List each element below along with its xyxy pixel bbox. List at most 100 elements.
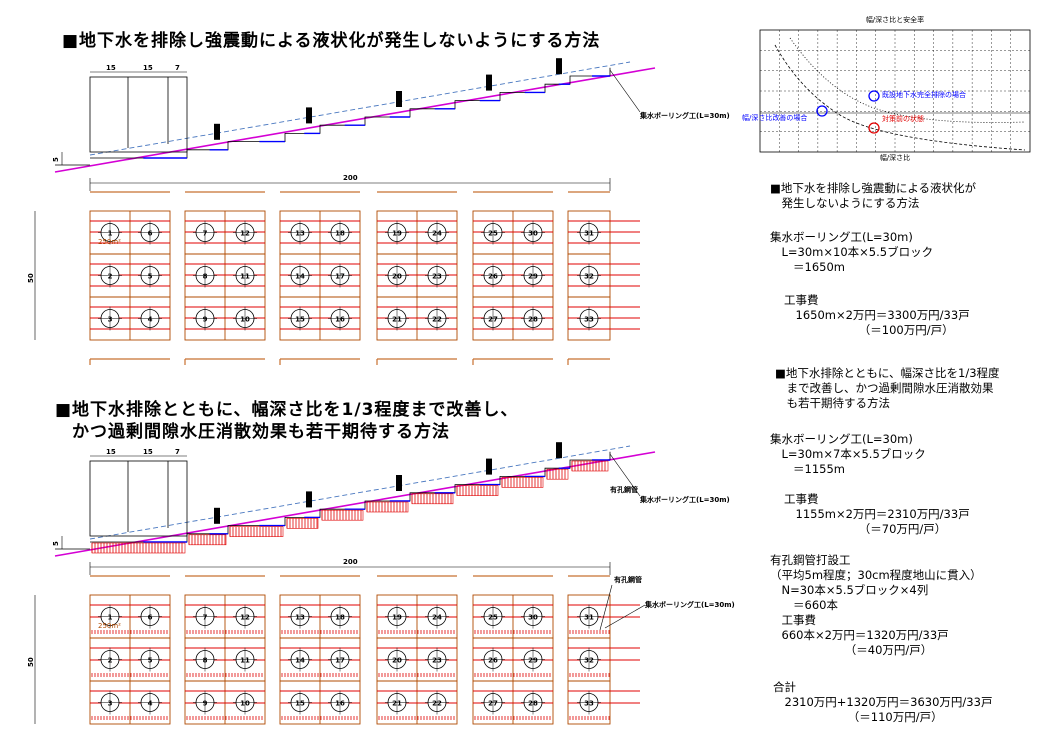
lot-number: 6 (148, 614, 153, 622)
lot-number: 27 (488, 316, 498, 324)
house-block (89, 460, 188, 537)
house-block (89, 76, 188, 153)
lot-number: 14 (295, 273, 305, 281)
dimension-15a: 15 (106, 448, 116, 456)
dimension-5: 5 (52, 541, 60, 546)
lot-number: 18 (335, 614, 345, 622)
drain-leader (609, 453, 641, 497)
lot-number: 15 (295, 316, 305, 324)
lot-number: 8 (203, 657, 208, 665)
lot-number: 8 (203, 273, 208, 281)
lot-number: 19 (392, 230, 402, 238)
mini-chart-curve-b (789, 37, 1026, 123)
lot-number: 32 (584, 273, 594, 281)
lot-number: 21 (392, 316, 402, 324)
lot-number: 28 (528, 700, 538, 708)
lot-number: 24 (432, 230, 442, 238)
drain-plan-leader (604, 604, 646, 629)
dimension-7: 7 (175, 448, 180, 456)
lot-number: 6 (148, 230, 153, 238)
lot-number: 28 (528, 316, 538, 324)
dimension-50: 50 (27, 273, 35, 283)
lot-number: 10 (240, 316, 250, 324)
lot-number: 29 (528, 273, 538, 281)
lot-number: 3 (108, 700, 113, 708)
area-label: 250m² (98, 238, 121, 246)
lot-number: 16 (335, 700, 345, 708)
note-method2-pipe: 有孔鋼管打設工 （平均5m程度；30cm程度地山に貫入） N=30本×5.5ブロ… (770, 553, 982, 657)
lot-number: 14 (295, 657, 305, 665)
lot-number: 4 (148, 316, 153, 324)
lot-number: 30 (528, 230, 538, 238)
lot-number: 27 (488, 700, 498, 708)
retaining-wall-marker (486, 74, 492, 91)
lot-number: 13 (295, 230, 305, 238)
perforated-pipe-zone (188, 534, 227, 546)
mini-chart-legend-3: 対策前の状態 (882, 114, 924, 123)
lot-number: 3 (108, 316, 113, 324)
retaining-wall-marker (556, 442, 562, 459)
drain-leader (609, 69, 641, 113)
dimension-50: 50 (27, 657, 35, 667)
lot-number: 31 (584, 614, 594, 622)
lot-number: 25 (488, 614, 498, 622)
lot-number: 2 (108, 657, 113, 665)
drain-plan-label: 集水ボーリング工(L=30m) (644, 600, 735, 609)
lot-number: 19 (392, 614, 402, 622)
mini-chart-legend-1: 幅/深さ比改善の場合 (742, 113, 807, 122)
note-method1-drain: 集水ボーリング工(L=30m) L=30m×10本×5.5ブロック ＝1650m (770, 230, 934, 274)
mini-chart-marker-blue (868, 90, 880, 102)
drain-label: 集水ボーリング工(L=30m) (639, 495, 730, 504)
mini-chart-xlabel: 幅/深さ比 (880, 153, 910, 162)
water-table-line (89, 445, 631, 540)
perforated-pipe-plan-label: 有孔鋼管 (614, 575, 642, 584)
mini-chart-title: 幅/深さ比と安全率 (866, 15, 924, 24)
note-total: 合計 2310万円+1320万円＝3630万円/33戸 （＝110万円/戸） (773, 680, 993, 724)
lot-number: 18 (335, 230, 345, 238)
lot-number: 1 (108, 614, 113, 622)
note-method2-heading: ■地下水排除とともに、幅深さ比を1/3程度 まで改善し、かつ過剰間隙水圧消散効果… (775, 366, 1000, 410)
lot-number: 11 (240, 657, 250, 665)
lot-number: 25 (488, 230, 498, 238)
dimension-200: 200 (343, 558, 358, 566)
lot-number: 32 (584, 657, 594, 665)
lot-number: 23 (432, 273, 442, 281)
dimension-15b: 15 (143, 448, 153, 456)
lot-number: 20 (392, 273, 402, 281)
bottom-title-line2: かつ過剰間隙水圧消散効果も若干期待する方法 (72, 422, 450, 442)
dimension-15a: 15 (106, 64, 116, 72)
mini-chart-curve-a (774, 44, 1026, 151)
mini-chart-marker-blue (816, 105, 828, 117)
retaining-wall-marker (556, 58, 562, 75)
mini-chart-marker-red (868, 122, 880, 134)
lot-number: 22 (432, 700, 442, 708)
lot-number: 11 (240, 273, 250, 281)
dimension-200: 200 (343, 174, 358, 182)
pipe-leader (599, 584, 613, 631)
retaining-wall-marker (396, 91, 402, 107)
lot-number: 20 (392, 657, 402, 665)
lot-number: 7 (203, 614, 208, 622)
lot-number: 9 (203, 700, 208, 708)
note-method2-drain: 集水ボーリング工(L=30m) L=30m×7本×5.5ブロック ＝1155m (770, 432, 926, 476)
lot-number: 10 (240, 700, 250, 708)
lot-number: 5 (148, 657, 153, 665)
lot-number: 26 (488, 273, 498, 281)
lot-number: 5 (148, 273, 153, 281)
lot-number: 4 (148, 700, 153, 708)
bottom-title-line1: ■地下水排除とともに、幅深さ比を1/3程度まで改善し、 (55, 400, 519, 420)
area-label: 250m² (98, 622, 121, 630)
water-table-line (89, 61, 631, 156)
lot-number: 33 (584, 316, 594, 324)
dimension-7: 7 (175, 64, 180, 72)
lot-number: 9 (203, 316, 208, 324)
lot-number: 23 (432, 657, 442, 665)
lot-number: 22 (432, 316, 442, 324)
lot-number: 2 (108, 273, 113, 281)
lot-number: 21 (392, 700, 402, 708)
note-method2-cost: 工事費 1155m×2万円＝2310万円/33戸 （＝70万円/戸） (784, 492, 970, 536)
lot-number: 17 (335, 273, 345, 281)
lot-number: 26 (488, 657, 498, 665)
ground-line (54, 67, 656, 173)
